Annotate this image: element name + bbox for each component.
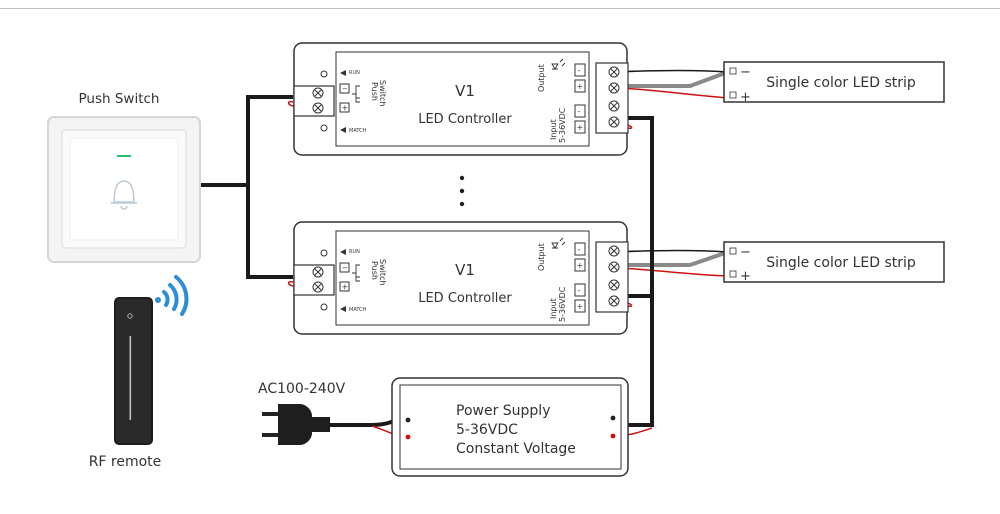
- controller-name: LED Controller: [418, 291, 512, 306]
- led-icon: [551, 58, 566, 70]
- svg-text:+: +: [577, 261, 584, 270]
- wire-black-out2: [614, 249, 729, 253]
- push-switch: Push Switch: [47, 91, 201, 263]
- wire-switch-trunk: [200, 95, 293, 187]
- svg-text:-: -: [578, 245, 581, 254]
- led-strip-label: Single color LED strip: [766, 255, 916, 271]
- svg-text:+: +: [342, 104, 349, 113]
- controller-model: V1: [455, 261, 475, 279]
- wire-dc-bus: [622, 116, 654, 427]
- rf-remote-label: RF remote: [89, 454, 162, 470]
- plug-icon: [262, 404, 330, 445]
- input-label: Input: [549, 119, 558, 140]
- output-label: Output: [537, 243, 546, 271]
- controller-2: RUN MATCH − + Push Switch V1 LED Control…: [293, 221, 629, 335]
- match-label: MATCH: [349, 307, 367, 313]
- run-label: RUN: [349, 70, 360, 76]
- ac-input-label: AC100-240V: [258, 381, 346, 397]
- svg-text:Switch: Switch: [378, 259, 387, 285]
- svg-text:-: -: [578, 286, 581, 295]
- svg-text:−: −: [740, 245, 751, 260]
- svg-text:-: -: [578, 66, 581, 75]
- controller-name: LED Controller: [418, 112, 512, 127]
- svg-text:Switch: Switch: [378, 80, 387, 106]
- push-switch-text: Push: [370, 261, 379, 280]
- svg-text:+: +: [342, 283, 349, 292]
- led-strip-2: − + Single color LED strip: [723, 241, 945, 284]
- power-supply: Power Supply 5-36VDC Constant Voltage: [391, 377, 629, 477]
- wire-black-out1: [614, 69, 729, 73]
- svg-text:−: −: [740, 65, 751, 80]
- wire-switch-branch: [246, 185, 293, 279]
- push-switch-text: Push: [370, 82, 379, 101]
- led-icon: [551, 237, 566, 249]
- wire-ac-cord: [330, 418, 397, 427]
- wire-red-out1: [614, 87, 729, 99]
- ac-plug: AC100-240V: [258, 381, 346, 445]
- controller-1: RUN MATCH − + Push Switch V1 LED Control…: [293, 42, 629, 156]
- svg-text:−: −: [342, 264, 348, 272]
- power-supply-voltage: 5-36VDC: [456, 422, 518, 438]
- top-divider: [0, 8, 1000, 9]
- svg-text:+: +: [577, 302, 584, 311]
- rf-remote: RF remote: [89, 275, 189, 470]
- svg-text:+: +: [740, 90, 751, 105]
- power-supply-type: Constant Voltage: [456, 441, 576, 457]
- push-switch-label: Push Switch: [79, 91, 160, 107]
- input-voltage-label: 5-36VDC: [558, 286, 567, 322]
- wire-gray-out1: [628, 70, 729, 88]
- led-strip-label: Single color LED strip: [766, 75, 916, 91]
- match-label: MATCH: [349, 128, 367, 134]
- svg-text:+: +: [577, 82, 584, 91]
- led-strip-1: − + Single color LED strip: [723, 61, 945, 105]
- svg-text:−: −: [342, 85, 348, 93]
- input-voltage-label: 5-36VDC: [558, 107, 567, 143]
- wire-red-out2: [614, 267, 729, 277]
- controller-model: V1: [455, 82, 475, 100]
- power-supply-title: Power Supply: [456, 403, 551, 419]
- svg-text:-: -: [578, 107, 581, 116]
- run-label: RUN: [349, 249, 360, 255]
- svg-text:+: +: [740, 269, 751, 284]
- output-label: Output: [537, 64, 546, 92]
- input-label: Input: [549, 298, 558, 319]
- bell-icon: [111, 180, 137, 210]
- more-controllers-ellipsis: [459, 175, 465, 207]
- wire-gray-out2: [628, 250, 729, 267]
- svg-text:+: +: [577, 123, 584, 132]
- wifi-signal-icon: [155, 275, 189, 316]
